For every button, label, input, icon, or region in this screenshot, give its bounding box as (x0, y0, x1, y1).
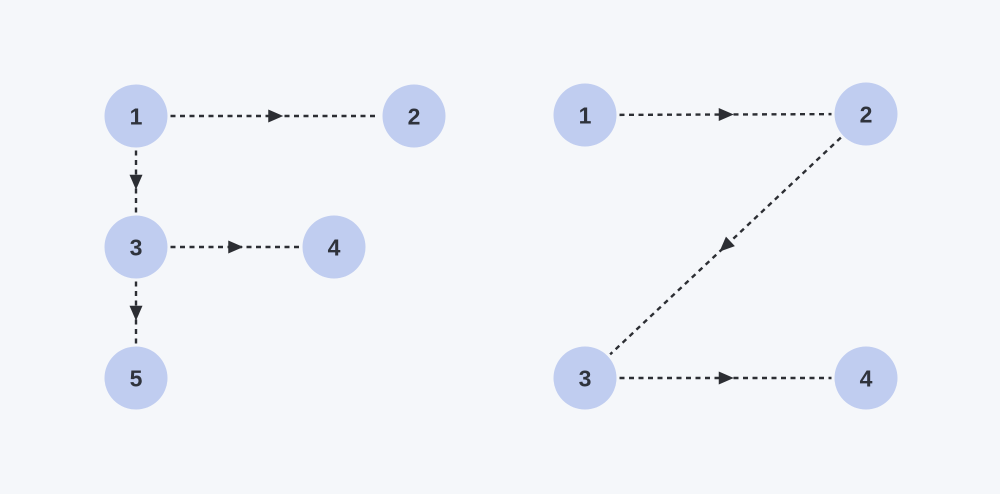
node-circle-1 (553, 83, 617, 147)
node-circle-3 (104, 215, 168, 279)
arrowhead-3-5 (129, 305, 143, 321)
node-circle-1 (104, 84, 168, 148)
arrowhead-1-3 (129, 174, 143, 190)
node-circle-2 (834, 82, 898, 146)
arrowhead-1-2 (268, 109, 284, 123)
right-graph: 1 2 3 4 (553, 82, 898, 410)
arrowhead-2-3 (719, 236, 735, 252)
arrowhead-3-4 (718, 371, 734, 385)
node-circle-4 (834, 346, 898, 410)
node-right-graph-3: 3 (553, 346, 617, 410)
arrowhead-1-2 (718, 108, 734, 122)
arrowhead-3-4 (228, 240, 244, 254)
node-circle-4 (302, 215, 366, 279)
node-right-graph-2: 2 (834, 82, 898, 146)
node-left-graph-3: 3 (104, 215, 168, 279)
node-right-graph-4: 4 (834, 346, 898, 410)
node-circle-3 (553, 346, 617, 410)
node-left-graph-2: 2 (382, 84, 446, 148)
node-circle-2 (382, 84, 446, 148)
left-graph: 1 2 3 4 5 (104, 84, 446, 410)
node-circle-5 (104, 346, 168, 410)
node-right-graph-1: 1 (553, 83, 617, 147)
node-left-graph-4: 4 (302, 215, 366, 279)
node-left-graph-5: 5 (104, 346, 168, 410)
node-left-graph-1: 1 (104, 84, 168, 148)
